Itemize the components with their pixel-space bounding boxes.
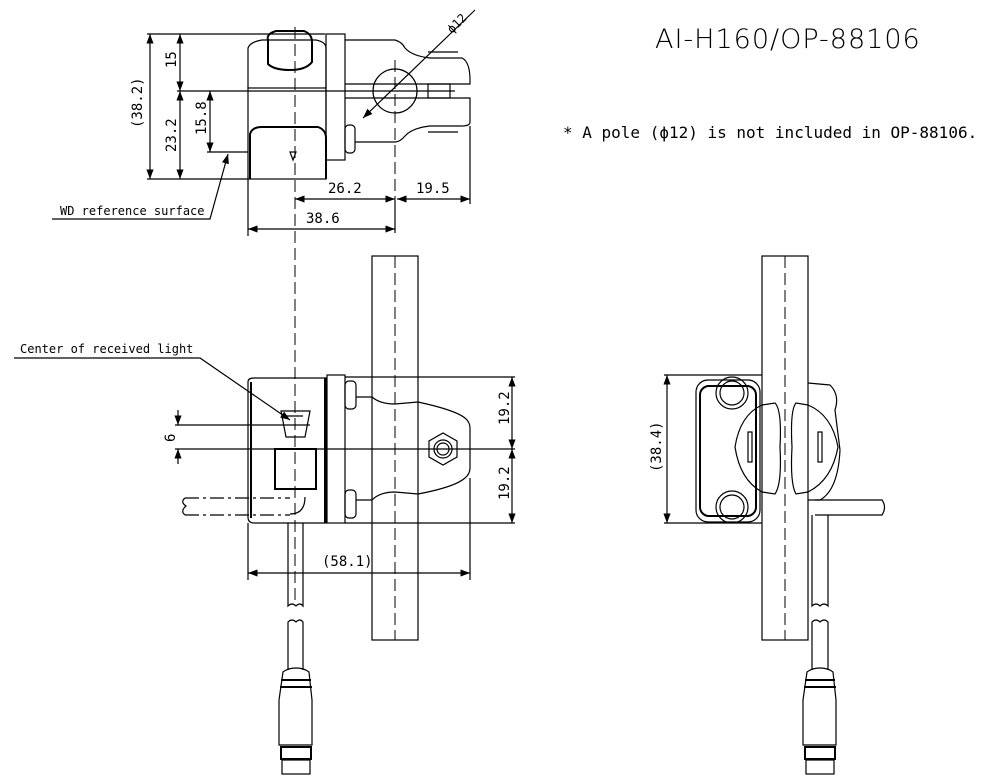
dim-15-8: 15.8 [194, 101, 210, 135]
dim-26-2: 26.2 [328, 181, 362, 197]
dim-6: 6 [163, 434, 179, 442]
dim-19-5: 19.5 [416, 181, 450, 197]
dim-15: 15 [164, 51, 180, 68]
model-title: AI-H160/OP-88106 [655, 24, 921, 55]
dim-19-2-upper: 19.2 [497, 391, 513, 425]
dim-23-2: 23.2 [164, 118, 180, 152]
dim-58-1: (58.1) [322, 554, 373, 570]
dim-19-2-lower: 19.2 [497, 466, 513, 500]
dim-38-2: (38.2) [130, 77, 146, 128]
wd-reference-label: WD reference surface [60, 204, 205, 218]
dim-38-4: (38.4) [649, 421, 665, 472]
side-view: (38.4) [649, 255, 886, 775]
center-light-label: Center of received light [20, 342, 193, 356]
dim-diameter-12: ϕ12 [444, 11, 469, 36]
top-view: ϕ12 (38.2) 15 23.2 15.8 26.2 19.5 38.6 W… [52, 9, 476, 236]
dim-38-6: 38.6 [306, 211, 340, 227]
pole-note: * A pole (ϕ12) is not included in OP-881… [563, 123, 977, 142]
front-view: 19.2 19.2 6 (58.1) Center of received li… [14, 255, 516, 775]
